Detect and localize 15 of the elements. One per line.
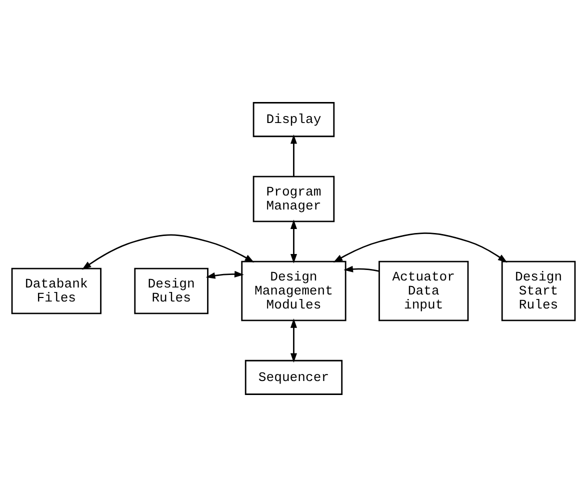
node-box: Program Manager xyxy=(252,176,335,222)
arrow xyxy=(290,134,298,176)
node-box: Databank Files xyxy=(11,268,102,314)
arrow xyxy=(333,232,508,263)
arrow xyxy=(206,270,244,279)
arrow xyxy=(344,266,380,272)
node-box: Design Rules xyxy=(134,268,208,314)
node-box: Design Management Modules xyxy=(241,260,346,322)
node-box: Sequencer xyxy=(244,360,343,395)
arrow xyxy=(290,318,298,363)
arrow xyxy=(290,220,298,264)
node-box: Design Start Rules xyxy=(501,260,576,322)
arrow xyxy=(82,234,254,270)
node-box: Display xyxy=(252,102,335,138)
node-box: Actuator Data input xyxy=(378,260,469,322)
